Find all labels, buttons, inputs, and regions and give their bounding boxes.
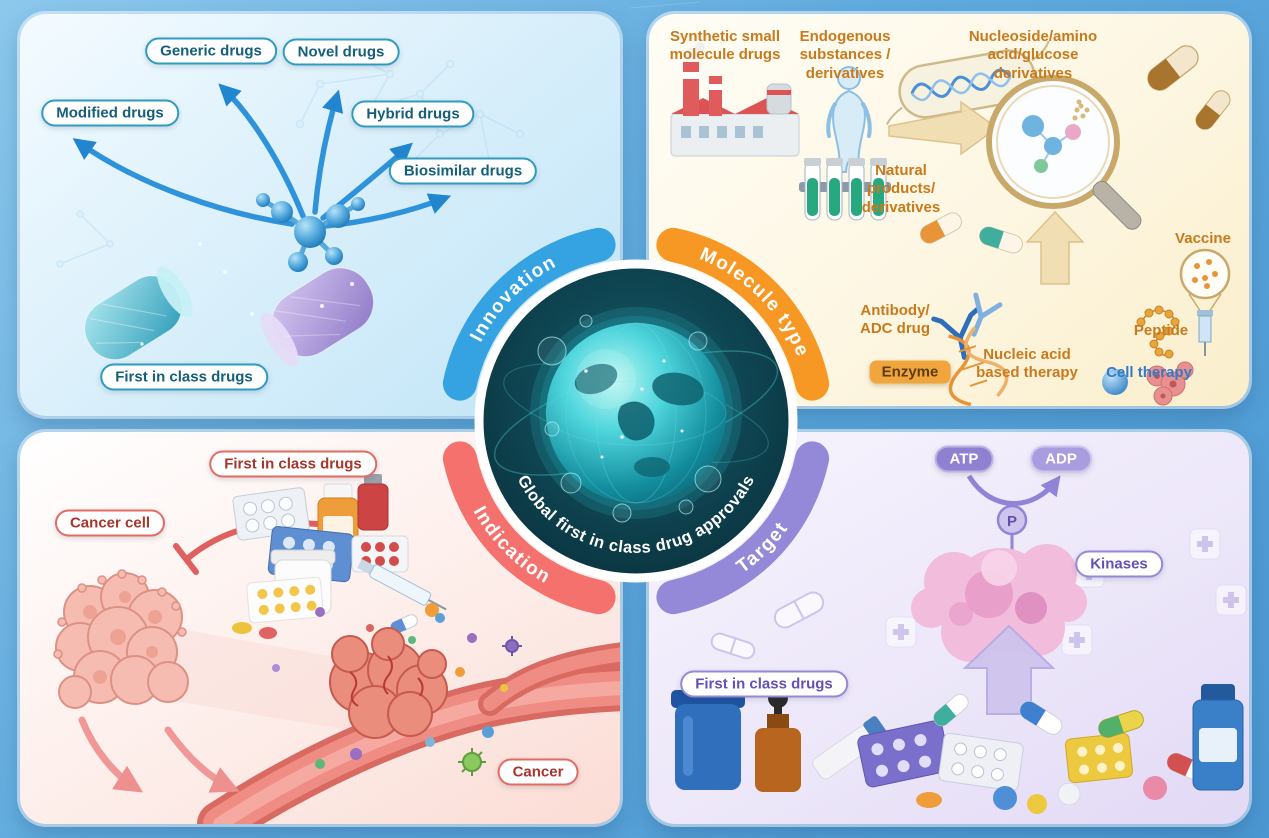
molecule-icon <box>256 193 365 272</box>
arc-molecule-type <box>656 227 830 401</box>
badge-first-in-class-indication: First in class drugs <box>209 450 377 478</box>
badge-kinases: Kinases <box>1075 550 1163 578</box>
badge-biosimilar-drugs: Biosimilar drugs <box>388 157 538 185</box>
vaccine-icon <box>1179 248 1231 356</box>
badge-atp: ATP <box>934 445 994 473</box>
cancer-cell-cluster-icon <box>53 569 189 709</box>
phosphate-label: P <box>1007 513 1017 530</box>
antibody-icon <box>971 292 1003 337</box>
virus-icon <box>458 748 486 776</box>
panel-molecule-type: Synthetic small molecule drugs Endogenou… <box>649 14 1249 406</box>
label-cell-therapy: Cell therapy <box>1106 364 1192 381</box>
phosphate-circle <box>996 504 1028 536</box>
atp-adp-arrow <box>966 474 1061 506</box>
label-antibody-adc: Antibody/ ADC drug <box>860 302 930 338</box>
capsule-icon <box>773 591 825 629</box>
sparkles <box>140 242 354 346</box>
arc-target <box>656 441 830 615</box>
badge-enzyme: Enzyme <box>869 360 951 384</box>
badge-novel-drugs: Novel drugs <box>282 38 400 66</box>
badge-generic-drugs: Generic drugs <box>145 37 277 65</box>
medicine-pile-icon <box>232 474 447 639</box>
zoom-arrows <box>78 716 240 793</box>
medical-cross-icon <box>885 528 1247 656</box>
factory-icon <box>670 42 800 157</box>
globe-icon <box>493 307 779 523</box>
label-natural-products: Natural products/ derivatives <box>861 162 941 216</box>
tumor-icon <box>329 627 448 739</box>
cell-therapy-icon <box>1102 361 1194 406</box>
capsule-icon <box>1195 90 1231 130</box>
label-peptide: Peptide <box>1133 322 1189 339</box>
badge-hybrid-drugs: Hybrid drugs <box>351 100 475 128</box>
capsule-left-half-icon <box>84 266 193 361</box>
label-endogenous-substances: Endogenous substances / derivatives <box>799 28 891 82</box>
center-globe-medallion: Innovation Molecule type Indication Targ… <box>442 227 830 615</box>
capsule-right-half-icon <box>260 267 374 367</box>
zoom-beam <box>150 627 390 732</box>
dna-icon <box>948 326 1009 406</box>
drug-pile-icon <box>671 684 1244 814</box>
arc-innovation <box>442 227 616 401</box>
label-nucleic-acid-therapy: Nucleic acid based therapy <box>976 346 1078 382</box>
particles <box>272 607 522 776</box>
capsule-icon <box>1147 45 1199 91</box>
blood-vessel-icon <box>197 642 620 824</box>
capsule-icon <box>710 632 756 660</box>
label-nucleoside-derivatives: Nucleoside/amino acid/glucose derivative… <box>968 28 1098 82</box>
badge-cancer-cell: Cancer cell <box>54 509 166 537</box>
badge-adp: ADP <box>1030 445 1092 473</box>
badge-first-in-class-innovation: First in class drugs <box>100 363 268 391</box>
capsule-icon <box>979 226 1023 254</box>
arc-indication <box>442 441 616 615</box>
magnifier-icon <box>986 75 1142 230</box>
virus-icon <box>502 636 522 656</box>
label-vaccine: Vaccine <box>1175 230 1231 247</box>
capsule-icon <box>920 212 962 244</box>
badge-cancer: Cancer <box>497 758 579 786</box>
kinase-icon <box>911 544 1087 662</box>
label-synthetic-small-molecule: Synthetic small molecule drugs <box>669 28 781 64</box>
badge-first-in-class-target: First in class drugs <box>680 670 848 698</box>
antibody-icon <box>931 307 980 360</box>
peptide-icon <box>1136 305 1180 359</box>
flow-arrows <box>888 100 1085 285</box>
test-tubes-icon <box>799 158 891 221</box>
badge-modified-drugs: Modified drugs <box>41 99 179 127</box>
